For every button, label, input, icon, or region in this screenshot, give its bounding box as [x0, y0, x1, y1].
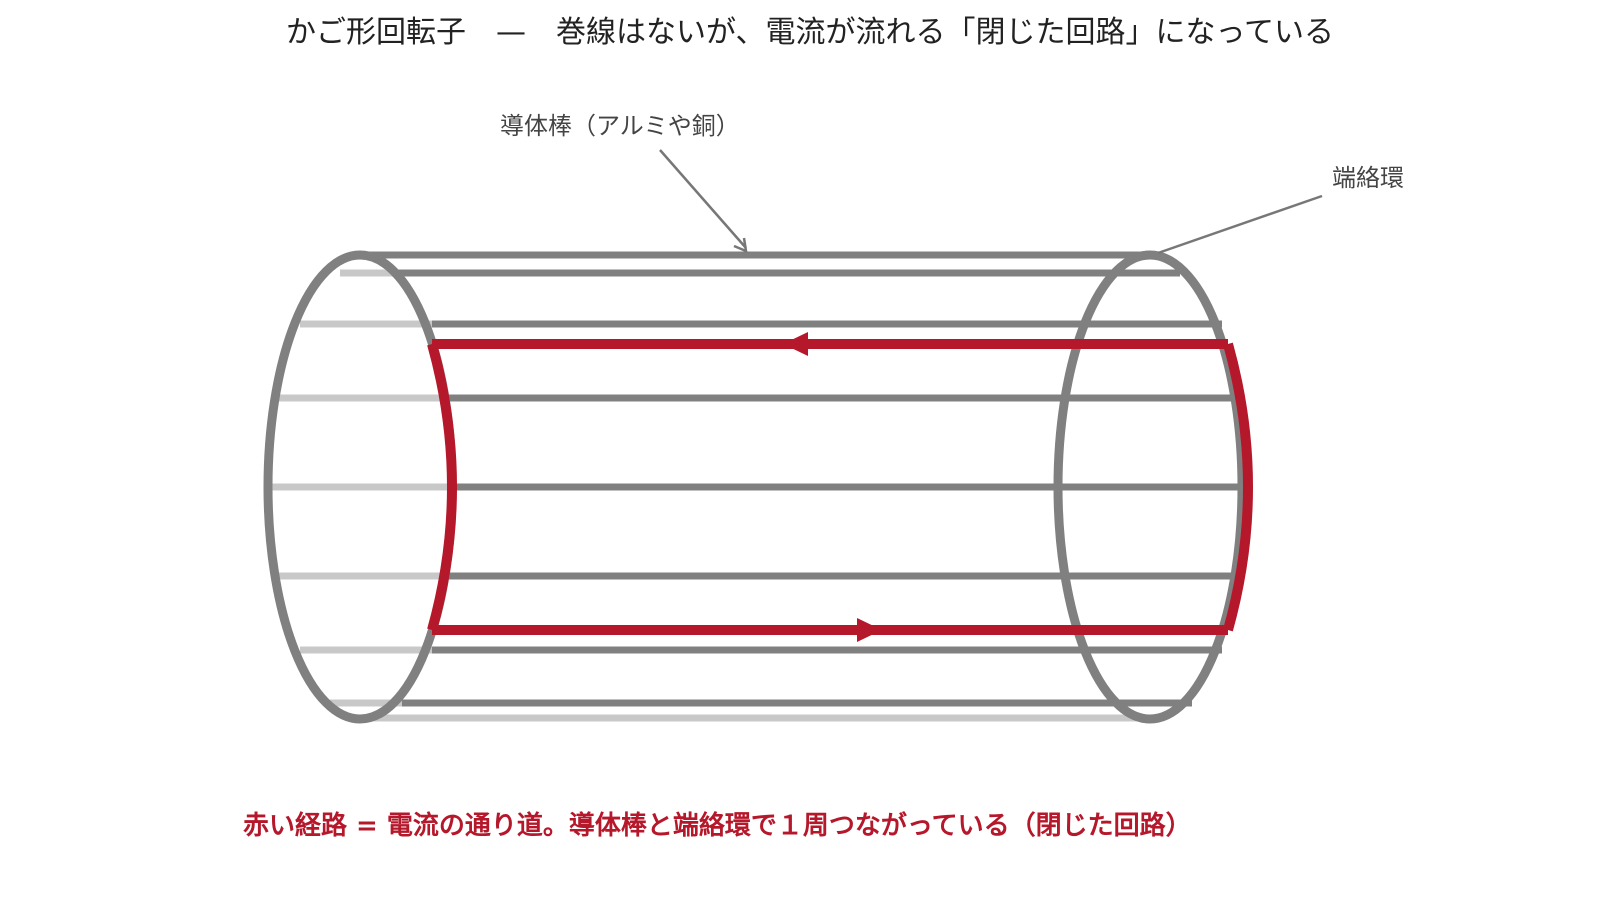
end-ring-leader-line — [1157, 194, 1323, 255]
arrow-right-icon — [857, 618, 882, 642]
conductor-bar-leader-line — [659, 149, 747, 249]
arrow-left-icon — [783, 332, 808, 356]
diagram-title: かご形回転子 — 巻線はないが、電流が流れる「閉じた回路」になっている — [286, 15, 1334, 50]
end-ring-label: 端絡環 — [1332, 164, 1404, 192]
current-path-right-arc — [1223, 342, 1253, 632]
hidden-bars — [272, 269, 1150, 722]
current-path-left-arc — [427, 342, 457, 632]
end-ring-right — [1053, 250, 1247, 724]
conductor-bars — [360, 251, 1240, 707]
current-path — [427, 332, 1253, 642]
leader-arrow-icon — [733, 237, 748, 254]
conductor-bar-label: 導体棒（アルミや銅） — [500, 112, 740, 140]
diagram-caption: 赤い経路 = 電流の通り道。導体棒と端絡環で１周つながっている（閉じた回路） — [243, 810, 1192, 841]
